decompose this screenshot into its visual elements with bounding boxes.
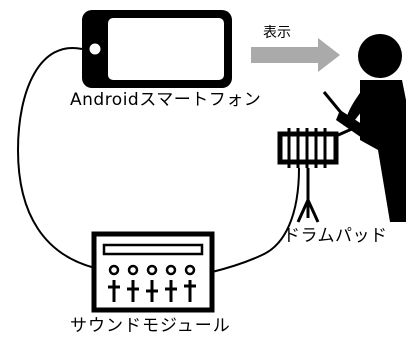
sound-module-label: サウンドモジュール bbox=[70, 316, 231, 336]
sound-module-icon bbox=[91, 231, 215, 313]
drummer-icon bbox=[322, 34, 406, 222]
drum-pad-icon bbox=[277, 128, 339, 223]
cable-phone-to-module bbox=[16, 46, 96, 269]
cable-pad-to-module bbox=[211, 167, 300, 273]
display-arrow-icon bbox=[251, 38, 340, 72]
smartphone-icon bbox=[82, 10, 232, 88]
drum-pad-label: ドラムパッド bbox=[283, 226, 388, 246]
smartphone-label: Androidスマートフォン bbox=[70, 90, 262, 110]
display-arrow-label: 表示 bbox=[263, 25, 291, 41]
